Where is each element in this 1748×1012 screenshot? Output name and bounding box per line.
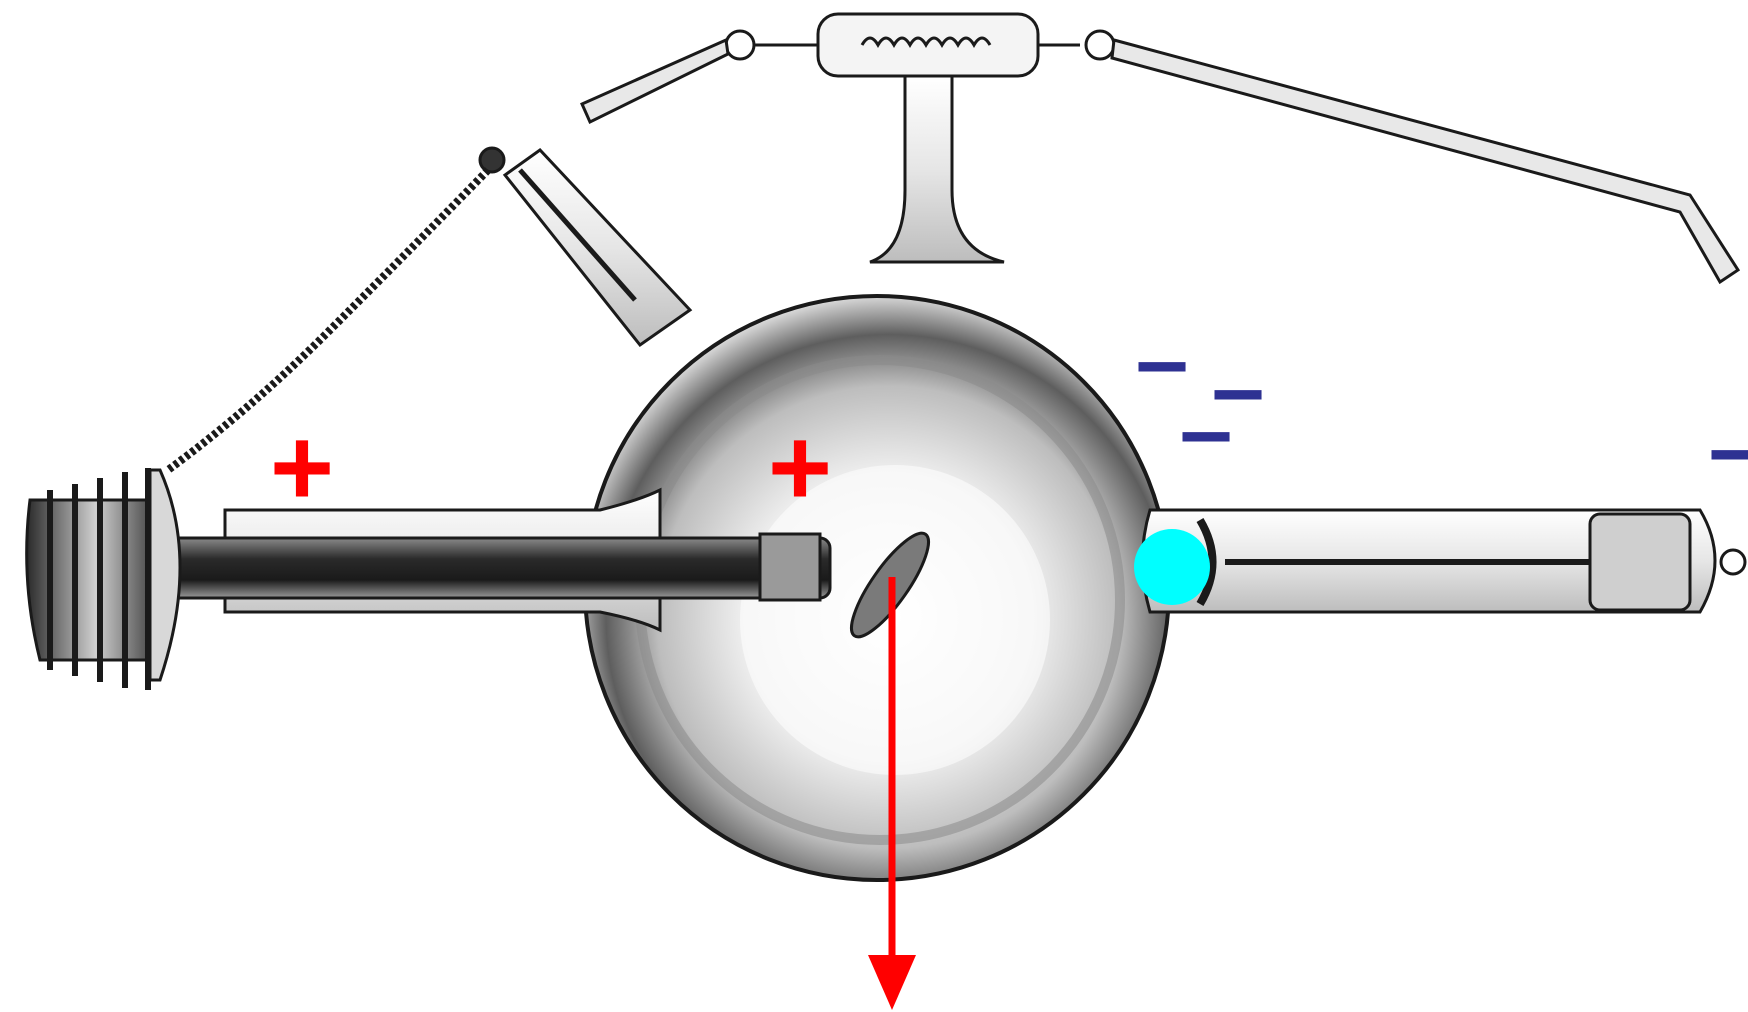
positive-sign-anode-end: + [270, 406, 334, 529]
right-arm [1112, 40, 1738, 282]
vacuum-regulator [582, 14, 1738, 282]
cathode-terminal-loop [1721, 550, 1745, 574]
negative-sign-4: – [1709, 395, 1748, 501]
regulator-stem [870, 76, 1004, 262]
cathode-cap [1590, 514, 1690, 610]
cathode-assembly [1143, 510, 1746, 612]
cooling-fins [27, 468, 180, 690]
positive-sign-target: + [768, 406, 832, 529]
anode-rod [170, 538, 830, 598]
negative-sign-3: – [1180, 377, 1233, 483]
electron-dot [1134, 529, 1210, 605]
left-arm [582, 40, 728, 122]
left-bead [726, 31, 754, 59]
anode-collar [760, 534, 820, 600]
beam-arrowhead [868, 955, 916, 1010]
auxiliary-side-tube [168, 148, 690, 470]
spring-terminal [480, 148, 504, 172]
side-tube-neck [505, 150, 690, 345]
right-bead [1086, 31, 1114, 59]
regulator-capsule [818, 14, 1038, 76]
